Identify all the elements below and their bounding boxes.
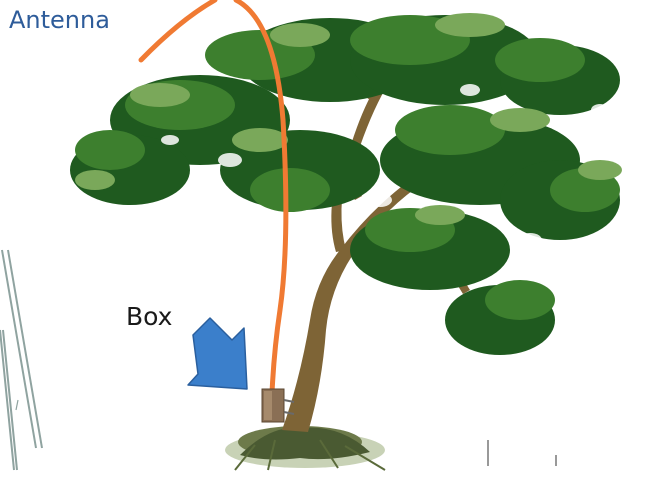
down-right-arrow-icon <box>187 317 248 390</box>
right-thin-lines <box>487 440 557 466</box>
antenna-cable <box>138 0 289 396</box>
enclosure-box <box>261 388 295 423</box>
tree-roots <box>225 426 386 471</box>
pole-lines <box>0 249 43 471</box>
box-label: Box <box>126 302 173 331</box>
antenna-label: Antenna <box>9 6 110 34</box>
tree-foliage <box>70 13 622 355</box>
